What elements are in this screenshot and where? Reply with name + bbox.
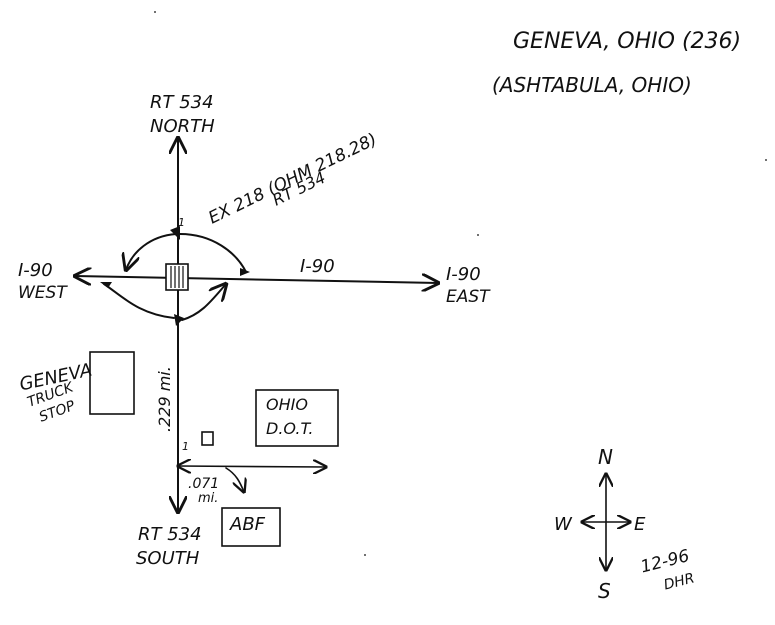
rt534-north-label: RT 534 [150,92,214,113]
scan-speck [364,554,366,556]
i90-west-direction: WEST [18,283,68,303]
south-distance: .229 mi. [155,366,174,432]
rt534-north-direction: NORTH [150,116,215,137]
ramp-nw [126,233,177,270]
ramp-mark-e [240,268,250,276]
compass-east: E [634,514,646,535]
rt534-south-direction: SOUTH [136,548,200,569]
map-title: GENEVA, OHIO (236) [513,29,741,54]
tick-mark-top: 1 [178,216,185,229]
i90-west-label: I-90 [18,260,53,281]
signature-group: 12-96 DHR [639,546,697,593]
abf-pointer [225,467,244,492]
abf-building [221,507,281,547]
tick-mark-bottom: 1 [182,440,189,453]
exit-number: EX 218 (OHM 218.28) [205,130,380,229]
compass-west: W [554,514,573,535]
compass-rose: N S E W [554,445,646,603]
map-subtitle: (ASHTABULA, OHIO) [492,73,692,97]
building-marker [201,431,214,446]
exit-label-group: EX 218 (OHM 218.28) [205,130,380,229]
ramp-mark-w [100,282,112,288]
ramp-sw [103,283,175,319]
scan-speck [765,159,767,161]
east-branch-road [178,466,326,467]
ramp-ne [179,233,247,273]
ramp-mark-s [174,314,184,326]
compass-north: N [598,445,613,469]
ramp-mark-n [170,226,180,240]
i90-road [75,276,438,283]
east-branch-distance: .071 [188,476,219,492]
odot-name: OHIO [266,395,308,414]
odot-abbr: D.O.T. [266,419,313,438]
i90-mid-label: I-90 [300,256,335,277]
south-distance-group: .229 mi. [155,366,174,432]
i90-east-label: I-90 [446,264,481,285]
sketch-initials: DHR [662,570,696,593]
east-branch-unit: mi. [198,491,218,506]
ramp-se [181,284,226,321]
scan-speck [477,234,479,236]
scan-speck [154,11,156,13]
bridge-icon [165,263,189,291]
compass-south: S [598,579,611,603]
abf-name: ABF [229,514,266,535]
odot-building [255,389,339,447]
i90-east-direction: EAST [446,287,491,307]
truck-stop-building [89,351,135,415]
rt534-south-label: RT 534 [138,524,202,545]
